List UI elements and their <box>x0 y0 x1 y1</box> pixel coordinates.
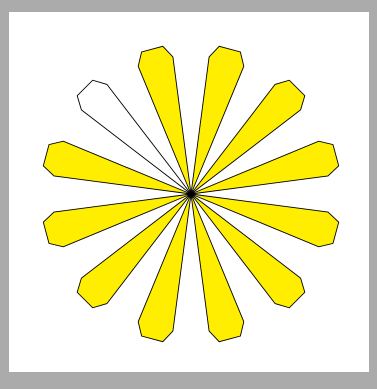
petal-board <box>9 12 369 372</box>
puzzle-canvas <box>9 12 369 372</box>
